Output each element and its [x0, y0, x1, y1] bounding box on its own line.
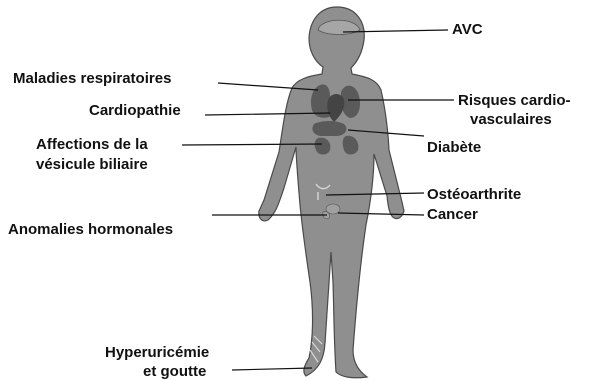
label-osteoarthrite: Ostéoarthrite	[427, 186, 521, 203]
label-diabete: Diabète	[427, 139, 481, 156]
label-affections-line1: Affections de la	[36, 136, 148, 153]
label-affections-line2: vésicule biliaire	[36, 156, 148, 173]
label-maladies-respiratoires: Maladies respiratoires	[13, 70, 171, 87]
leader-hyperuricemie	[232, 368, 312, 370]
label-hyperuricemie-line2: et goutte	[143, 363, 206, 380]
liver-stomach	[312, 121, 346, 136]
label-hyperuricemie-line1: Hyperuricémie	[105, 344, 209, 361]
label-anomalies-hormonales: Anomalies hormonales	[8, 221, 173, 238]
label-avc: AVC	[452, 21, 483, 38]
label-cancer: Cancer	[427, 206, 478, 223]
label-cardiopathie: Cardiopathie	[89, 102, 181, 119]
label-risques-line2: vasculaires	[470, 111, 552, 128]
label-risques-line1: Risques cardio-	[458, 92, 571, 109]
body-silhouette	[259, 7, 404, 378]
